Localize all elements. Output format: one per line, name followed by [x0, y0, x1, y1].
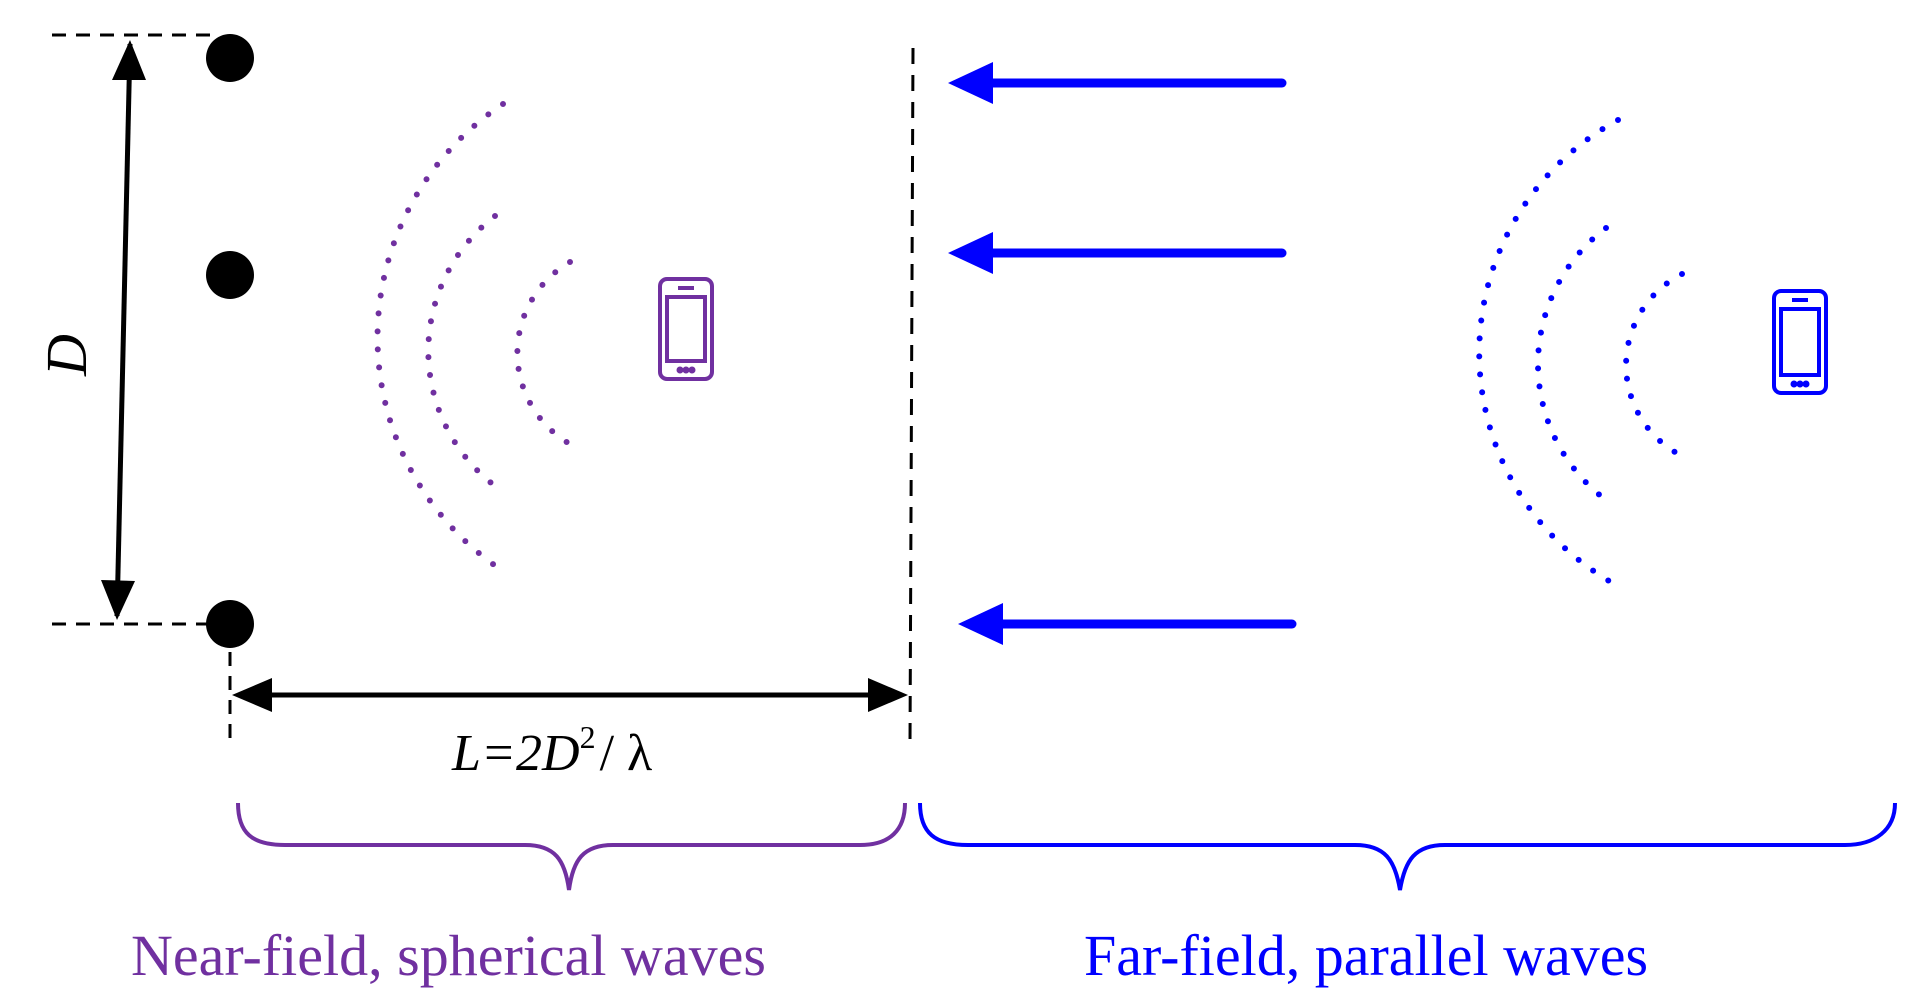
distance-formula-sup: 2: [580, 719, 596, 755]
distance-formula-tail: / λ: [600, 725, 653, 782]
far-field-waves: [1476, 117, 1685, 589]
near-field-label: Near-field, spherical waves: [131, 923, 766, 988]
near-wave-middle: [425, 213, 498, 489]
smartphone-icon: [658, 277, 714, 381]
antenna-element-top: [206, 34, 254, 82]
aperture-dimension: D: [34, 33, 216, 626]
far-arrow-2-head: [948, 232, 993, 274]
far-field-arrows: [948, 62, 1297, 645]
field-boundary-line: [908, 47, 915, 745]
far-field-brace: [918, 802, 1897, 891]
near-field-brace: [236, 802, 907, 891]
near-wave-inner: [514, 259, 573, 447]
distance-arrow-head-right: [868, 678, 908, 712]
distance-formula: L=2D2/ λ: [451, 719, 652, 782]
far-field-label: Far-field, parallel waves: [1084, 923, 1648, 988]
far-wave-middle: [1535, 225, 1609, 503]
far-arrow-3-head: [958, 603, 1003, 645]
near-field-waves: [374, 101, 573, 574]
aperture-arrow-head-bottom: [101, 580, 135, 620]
far-arrow-1-head: [948, 62, 993, 104]
aperture-arrow: [114, 43, 133, 617]
smartphone-icon: [1772, 289, 1828, 395]
near-wave-outer: [374, 101, 506, 574]
aperture-arrow-head-top: [112, 40, 146, 80]
aperture-label: D: [34, 334, 99, 377]
far-wave-outer: [1476, 117, 1621, 589]
far-wave-inner: [1623, 271, 1685, 459]
antenna-array: [206, 34, 254, 648]
distance-formula-eq: =2D: [481, 725, 580, 782]
distance-formula-l: L: [451, 725, 481, 782]
antenna-element-bottom: [206, 600, 254, 648]
antenna-element-middle: [206, 251, 254, 299]
distance-arrow-head-left: [232, 678, 272, 712]
rayleigh-distance-dimension: L=2D2/ λ: [228, 652, 908, 782]
